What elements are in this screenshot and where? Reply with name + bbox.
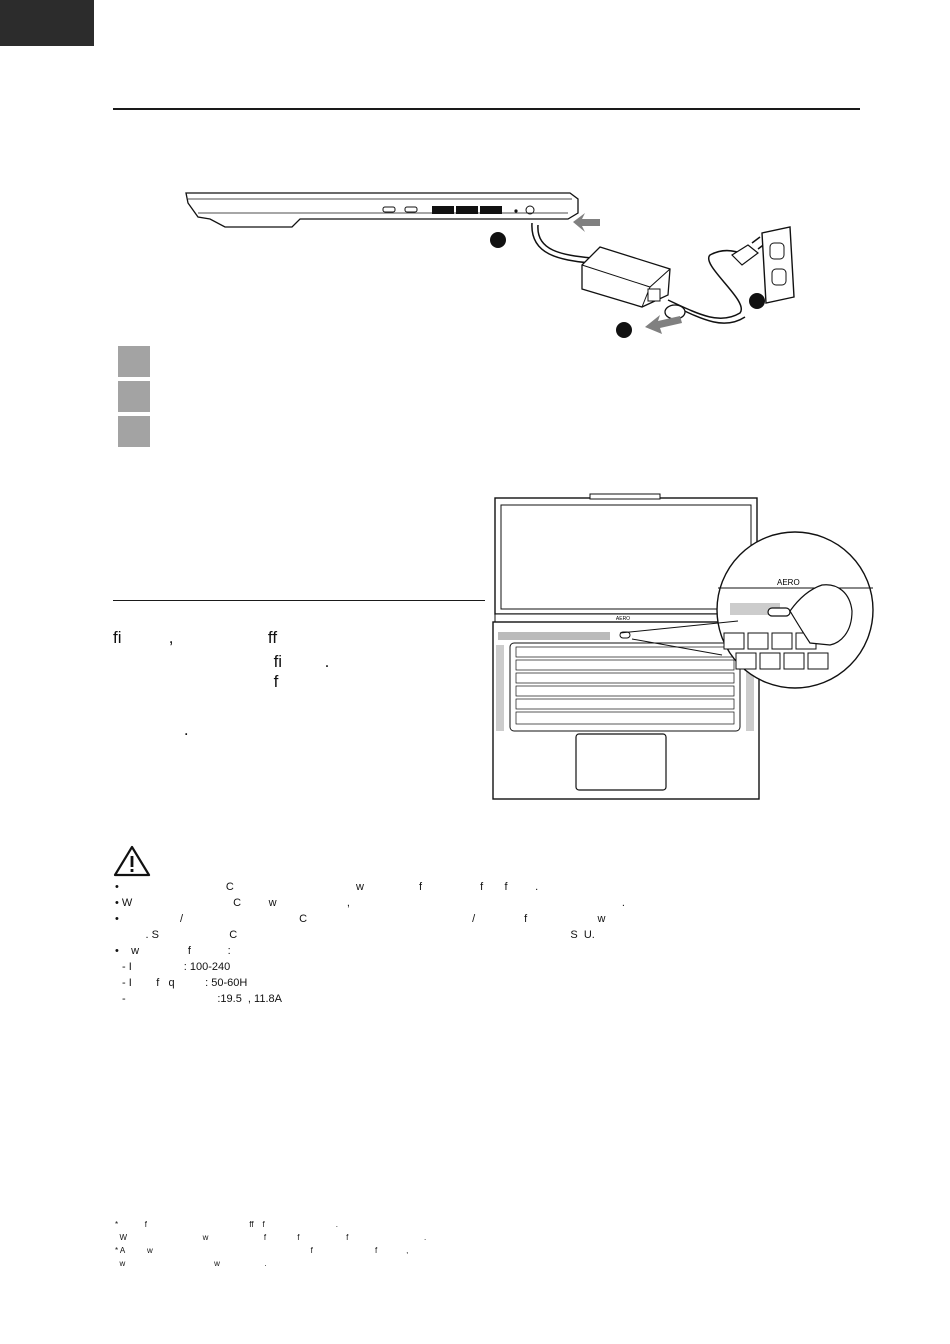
footnote-line-3: * A w f f , [115,1246,409,1255]
spec-output-rating: - :19.5 , 11.8A [122,993,282,1005]
power-text-line-1: fi , ff [113,628,278,647]
warning-line-3: • / C / f w [115,913,606,925]
step-box-2 [118,381,150,412]
section-rule [113,600,485,601]
footnote-line-4: w w . [115,1259,267,1268]
insert-arrows [573,213,682,334]
page-tab-marker [0,0,94,46]
footnote-line-2: W w f f f . [115,1233,427,1242]
footnote-line-1: * f ff f . [115,1220,339,1229]
warning-triangle-icon [113,845,151,877]
ac-plug [664,236,767,320]
spec-input-voltage: - I : 100-240 [122,961,231,973]
wall-outlet [761,226,795,304]
power-text-line-5: . [113,720,189,739]
laptop-side-view [185,192,579,228]
title-rule [113,108,860,110]
warning-line-5: • w f : [115,945,231,957]
power-adapter-brick [581,246,671,308]
step-box-3 [118,416,150,447]
power-button-zoom: AERO [619,531,874,689]
power-text-line-3: f [113,672,279,691]
screen-brand-text: AERO [616,616,630,622]
laptop-top-view: AERO [492,493,760,800]
adapter-connection-illustration [185,192,795,338]
zoom-brand-text: AERO [777,578,800,587]
warning-line-1: • C w f f f . [115,881,539,893]
step-box-1 [118,346,150,377]
spec-input-frequency: - I f q : 50-60H [122,977,248,989]
step-callout-markers [490,232,765,338]
power-button-illustration: AERO AERO [492,493,874,800]
warning-line-4: . S C S U. [115,929,595,941]
power-text-line-2: fi . [113,652,330,671]
warning-line-2: • W C w , . [115,897,625,909]
